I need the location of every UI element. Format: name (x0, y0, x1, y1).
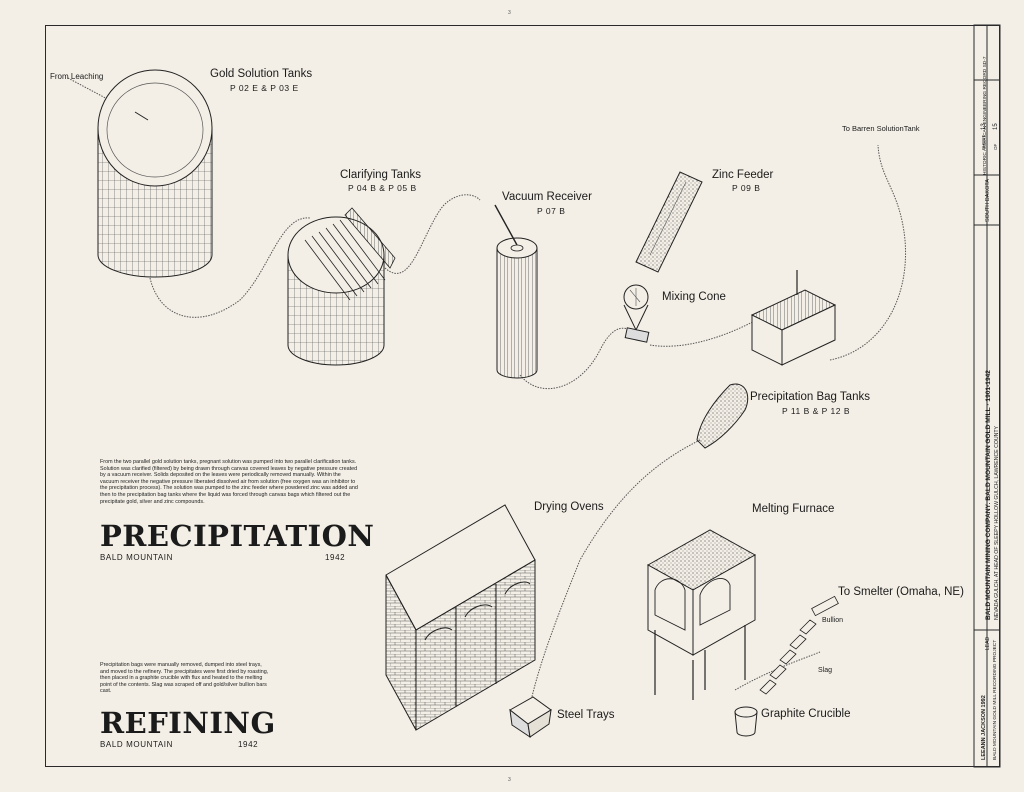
bag-tanks-code: P 11 B & P 12 B (782, 406, 850, 416)
vacuum-receiver-title: Vacuum Receiver (502, 191, 592, 203)
gold-tanks-code: P 02 E & P 03 E (230, 83, 299, 93)
top-margin-mark: 3 (508, 10, 511, 16)
bullion-label: Bullion (822, 617, 844, 624)
precipitation-note: From the two parallel gold solution tank… (100, 459, 358, 505)
gold-tanks-title: Gold Solution Tanks (210, 68, 313, 80)
vacuum-receiver (494, 204, 538, 379)
from-leaching-label: From Leaching (50, 72, 104, 81)
to-barren-label: To Barren SolutionTank (842, 124, 920, 133)
to-smelter-title: To Smelter (Omaha, NE) (838, 586, 964, 598)
mixing-cone-title: Mixing Cone (662, 291, 726, 303)
steel-tray (509, 696, 552, 739)
bag-tanks-title: Precipitation Bag Tanks (750, 391, 870, 403)
title-block-location: NEVADA GULCH, AT HEAD OF SLEEPY HOLLOW G… (994, 426, 1000, 620)
slag-label: Slag (818, 667, 833, 674)
title-block-of-num: 15 (993, 123, 999, 130)
refining-place: BALD MOUNTAIN (100, 740, 173, 749)
zinc-feeder-title: Zinc Feeder (712, 169, 774, 181)
gold-solution-tank (97, 69, 213, 278)
drying-ovens-title: Drying Ovens (534, 501, 604, 513)
vacuum-receiver-code: P 07 B (537, 206, 566, 216)
title-block-of-label: OF (993, 143, 998, 150)
steel-trays-title: Steel Trays (557, 709, 615, 721)
zinc-feeder (635, 171, 703, 273)
refining-year: 1942 (238, 740, 259, 749)
title-block-project: BALD MOUNTAIN GOLD MILL RECORDING PROJEC… (993, 639, 998, 760)
zinc-feeder-code: P 09 B (732, 183, 761, 193)
flow-pipes (67, 77, 907, 706)
melting-furnace (646, 529, 757, 700)
precipitation-year: 1942 (325, 553, 346, 562)
graphite-crucible (734, 706, 758, 737)
title-block-state: SOUTH DAKOTA (985, 179, 991, 222)
refining-note: Precipitation bags were manually removed… (100, 662, 269, 695)
mixing-cone (623, 284, 650, 343)
refining-heading: REFINING (100, 706, 276, 740)
graphite-crucible-title: Graphite Crucible (761, 708, 851, 720)
drying-ovens (385, 504, 536, 731)
precipitation-heading: PRECIPITATION (100, 519, 375, 553)
bottom-margin-mark: 3 (508, 777, 511, 783)
precipitation-bag-tank (750, 270, 837, 366)
clarifying-tanks-title: Clarifying Tanks (340, 169, 421, 181)
precipitation-place: BALD MOUNTAIN (100, 553, 173, 562)
melting-furnace-title: Melting Furnace (752, 503, 835, 515)
title-block-main-title: BALD MOUNTAIN MINING COMPANY: BALD MOUNT… (985, 370, 992, 620)
title-block-sheet-num: 13 (981, 123, 987, 130)
clarifying-tank (287, 207, 396, 366)
title-block-sheet-label: SHEET (981, 134, 986, 150)
clarifying-tanks-code: P 04 B & P 05 B (348, 183, 417, 193)
title-block-scale: LEAD (985, 636, 991, 650)
bullion-bars (759, 595, 839, 695)
title-block-grid (973, 24, 1001, 768)
title-block-delineator: LEEANN JACKSON 1992 (981, 695, 987, 760)
precipitation-bag (696, 383, 749, 449)
